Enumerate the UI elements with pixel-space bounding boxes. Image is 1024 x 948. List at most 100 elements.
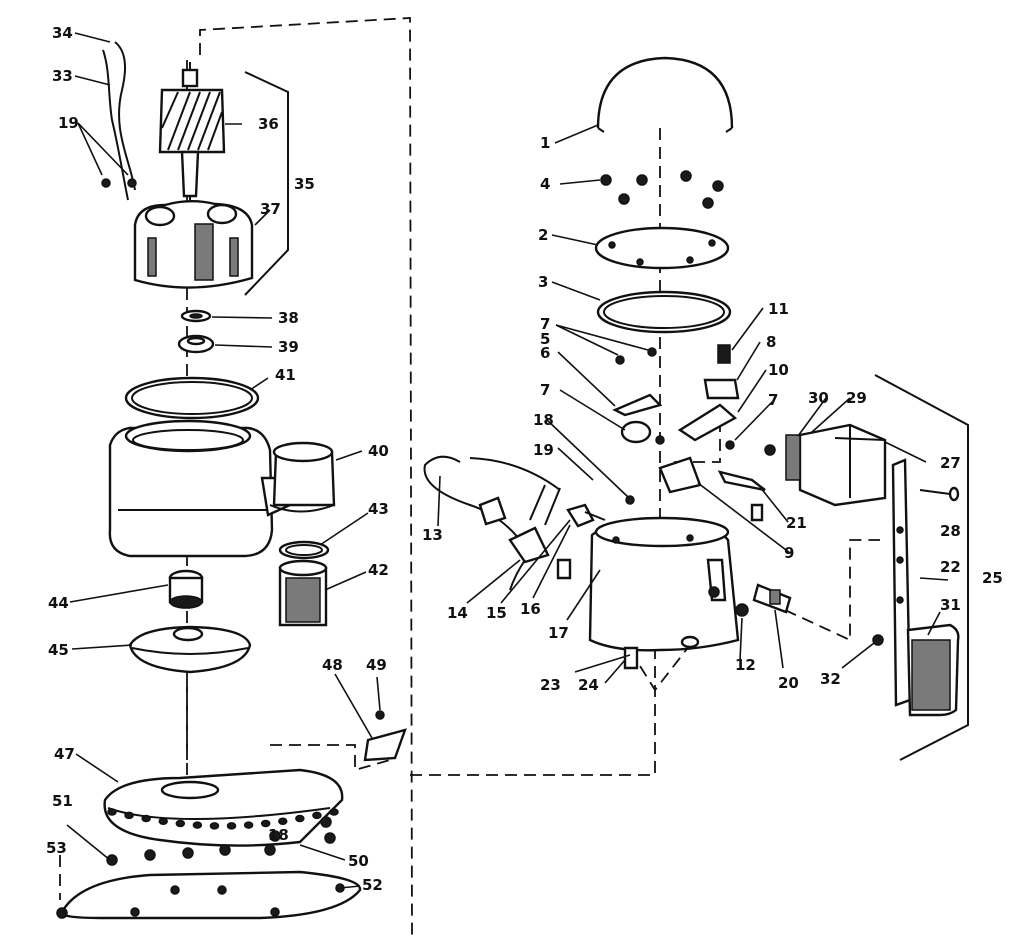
part-47-base-plate <box>103 768 344 847</box>
callout-9: 9 <box>784 544 794 562</box>
base-plate-hole <box>329 808 339 816</box>
callout-14: 14 <box>447 604 468 622</box>
callout-1: 1 <box>540 134 550 152</box>
part-21-clip <box>717 470 766 522</box>
part-51-screws <box>106 816 336 866</box>
part-22-rod <box>891 458 912 707</box>
callout-7-right: 7 <box>768 391 778 409</box>
part-34-lead-wire <box>102 41 136 201</box>
part-19-terminals <box>101 178 137 188</box>
part-13-power-cord <box>423 455 561 541</box>
base-plate-holes <box>107 808 339 830</box>
callout-49: 49 <box>366 656 387 674</box>
callout-43: 43 <box>368 500 389 518</box>
leader-lines <box>66 32 949 889</box>
part-36-armature <box>158 62 226 212</box>
part-1-handle <box>596 56 734 129</box>
callout-48: 48 <box>322 656 343 674</box>
part-41-gasket <box>124 376 260 420</box>
callout-19-left: 19 <box>58 114 79 132</box>
callout-34: 34 <box>52 24 73 42</box>
callout-22: 22 <box>940 558 961 576</box>
callout-19-right: 19 <box>533 441 554 459</box>
part-14-15-strain-relief <box>508 503 606 591</box>
part-44-coupling <box>168 569 204 609</box>
part-42-screen <box>278 559 328 627</box>
part-48-switch-arm <box>363 710 407 762</box>
callout-51: 51 <box>52 792 73 810</box>
part-45-impeller <box>128 625 252 674</box>
callout-4: 4 <box>540 175 550 193</box>
part-4-screws <box>600 170 724 209</box>
base-plate-hole <box>312 811 322 820</box>
callout-35: 35 <box>294 175 315 193</box>
callout-28: 28 <box>940 522 961 540</box>
callout-40: 40 <box>368 442 389 460</box>
callout-18: 18 <box>533 411 554 429</box>
part-37-field-housing <box>133 200 254 289</box>
part-2-cover-plate <box>594 226 730 270</box>
callout-45: 45 <box>48 641 69 659</box>
callout-15: 15 <box>486 604 507 622</box>
callout-36: 36 <box>258 115 279 133</box>
part-12-20-fittings <box>735 583 792 617</box>
base-plate-hole <box>107 808 117 816</box>
callout-18-left: 18 <box>268 826 289 844</box>
callout-17: 17 <box>548 624 569 642</box>
callout-32: 32 <box>820 670 841 688</box>
callout-10: 10 <box>768 361 789 379</box>
callout-11: 11 <box>768 300 789 318</box>
callout-41: 41 <box>275 366 296 384</box>
base-plate-hole <box>260 819 271 828</box>
base-plate-hole <box>226 822 237 830</box>
part-28-bolt <box>919 486 960 502</box>
callout-8: 8 <box>766 333 776 351</box>
callout-labels: 34 33 19 36 35 37 38 39 41 40 43 42 44 4… <box>46 24 1003 894</box>
part-3-gasket <box>596 290 732 334</box>
base-plate-hole <box>175 819 186 828</box>
callout-44: 44 <box>48 594 69 612</box>
callout-42: 42 <box>368 561 389 579</box>
callout-53: 53 <box>46 839 67 857</box>
callout-52: 52 <box>362 876 383 894</box>
callout-16: 16 <box>520 600 541 618</box>
callout-25: 25 <box>982 569 1003 587</box>
callout-38: 38 <box>278 309 299 327</box>
base-plate-hole <box>141 814 151 823</box>
callout-33: 33 <box>52 67 73 85</box>
callout-23: 23 <box>540 676 561 694</box>
callout-6: 6 <box>540 344 550 362</box>
callout-47: 47 <box>54 745 75 763</box>
base-plate-hole <box>124 811 134 820</box>
part-9-bracket <box>625 435 735 505</box>
callout-27: 27 <box>940 454 961 472</box>
base-plate-hole <box>209 822 220 830</box>
base-plate-hole <box>243 821 254 829</box>
part-39-bushing <box>177 334 215 354</box>
part-31-float <box>906 623 960 717</box>
part-32-screw <box>872 634 884 646</box>
part-52-bottom-cover <box>56 870 362 920</box>
callout-21: 21 <box>786 514 807 532</box>
bracket-25 <box>874 374 969 761</box>
callout-29: 29 <box>846 389 867 407</box>
callout-3: 3 <box>538 273 548 291</box>
callout-50: 50 <box>348 852 369 870</box>
part-27-capacitor-box <box>764 423 887 507</box>
callout-30: 30 <box>808 389 829 407</box>
callout-7-mid: 7 <box>540 381 550 399</box>
part-5-6-float-switch <box>612 347 663 444</box>
part-8-11-switch <box>677 344 740 442</box>
callout-20: 20 <box>778 674 799 692</box>
part-38-washer <box>180 309 212 323</box>
callout-24: 24 <box>578 676 599 694</box>
part-17-24-screws <box>556 558 700 670</box>
callout-7-top: 7 <box>540 315 550 333</box>
base-plate-hole <box>158 817 168 826</box>
callout-37: 37 <box>260 200 281 218</box>
callout-5: 5 <box>540 330 550 348</box>
callout-2: 2 <box>538 226 548 244</box>
part-40-pump-housing <box>108 419 336 558</box>
base-plate-hole <box>295 814 305 823</box>
